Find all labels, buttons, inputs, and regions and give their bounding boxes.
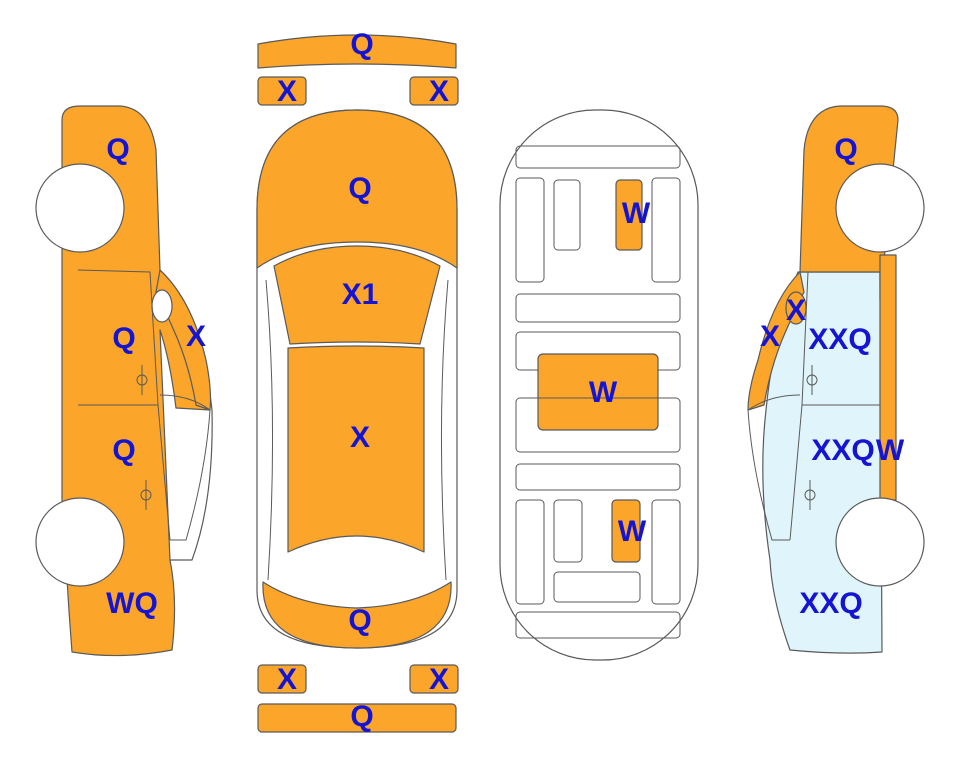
label-trunk: Q <box>348 604 371 637</box>
front-right-corner[interactable] <box>409 76 459 106</box>
windshield[interactable] <box>273 245 441 345</box>
label-front-right-corner: X <box>429 75 449 108</box>
label-top-bumper-strip: Q <box>350 28 373 61</box>
label-front-left-corner: X <box>277 75 297 108</box>
floor-front-seat-panel[interactable] <box>615 179 643 251</box>
label-floor-rear-seat: W <box>618 515 647 548</box>
label-floor-center: W <box>589 376 618 409</box>
label-floor-front-seat: W <box>622 197 651 230</box>
label-windshield: X1 <box>342 278 379 311</box>
label-left-rear-door: Q <box>112 434 135 467</box>
label-left-front-door: Q <box>112 322 135 355</box>
right-rear-edge[interactable] <box>879 254 897 501</box>
label-rear-left-corner: X <box>277 663 297 696</box>
label-right-pillar-upper: X <box>786 294 806 327</box>
label-right-rear-door-extra: W <box>876 434 905 467</box>
label-left-rear-quarter: WQ <box>106 587 158 620</box>
label-roof: X <box>350 421 370 454</box>
rear-bumper-strip[interactable] <box>257 703 457 733</box>
right-side-rail <box>440 279 449 581</box>
trunk[interactable] <box>262 581 452 649</box>
hood[interactable] <box>256 109 458 269</box>
left-side-rail <box>265 279 274 581</box>
label-left-pillar: X <box>186 320 206 353</box>
label-hood: Q <box>348 172 371 205</box>
floor-view <box>499 109 699 661</box>
left-mirror <box>151 289 173 323</box>
right-front-wheel <box>835 163 925 253</box>
right-side-view <box>747 105 925 654</box>
floor-rear-seat-panel[interactable] <box>611 499 641 563</box>
label-left-front-fender: Q <box>106 133 129 166</box>
left-rear-door-line <box>78 404 171 541</box>
label-right-front-door: XXQ <box>808 323 871 356</box>
label-rear-right-corner: X <box>429 663 449 696</box>
label-right-rear-quarter: XXQ <box>799 587 862 620</box>
damage-labels: Q X X Q X1 X Q X X Q W W W Q Q X Q WQ Q … <box>106 28 905 733</box>
label-bottom-bumper-strip: Q <box>350 700 373 733</box>
front-bumper-strip[interactable] <box>257 34 457 69</box>
left-front-wheel <box>35 163 125 253</box>
rear-right-corner[interactable] <box>409 664 459 694</box>
floor-center-panel[interactable] <box>537 353 659 431</box>
roof[interactable] <box>287 345 425 553</box>
front-left-corner[interactable] <box>257 76 307 106</box>
label-right-rear-door: XXQ <box>811 434 874 467</box>
left-rear-wheel <box>35 497 125 587</box>
left-side-view <box>35 105 213 657</box>
label-right-front-fender: Q <box>834 133 857 166</box>
top-view <box>256 34 459 733</box>
right-rear-wheel <box>835 497 925 587</box>
rear-left-corner[interactable] <box>257 664 307 694</box>
label-right-pillar-lower: X <box>760 320 780 353</box>
